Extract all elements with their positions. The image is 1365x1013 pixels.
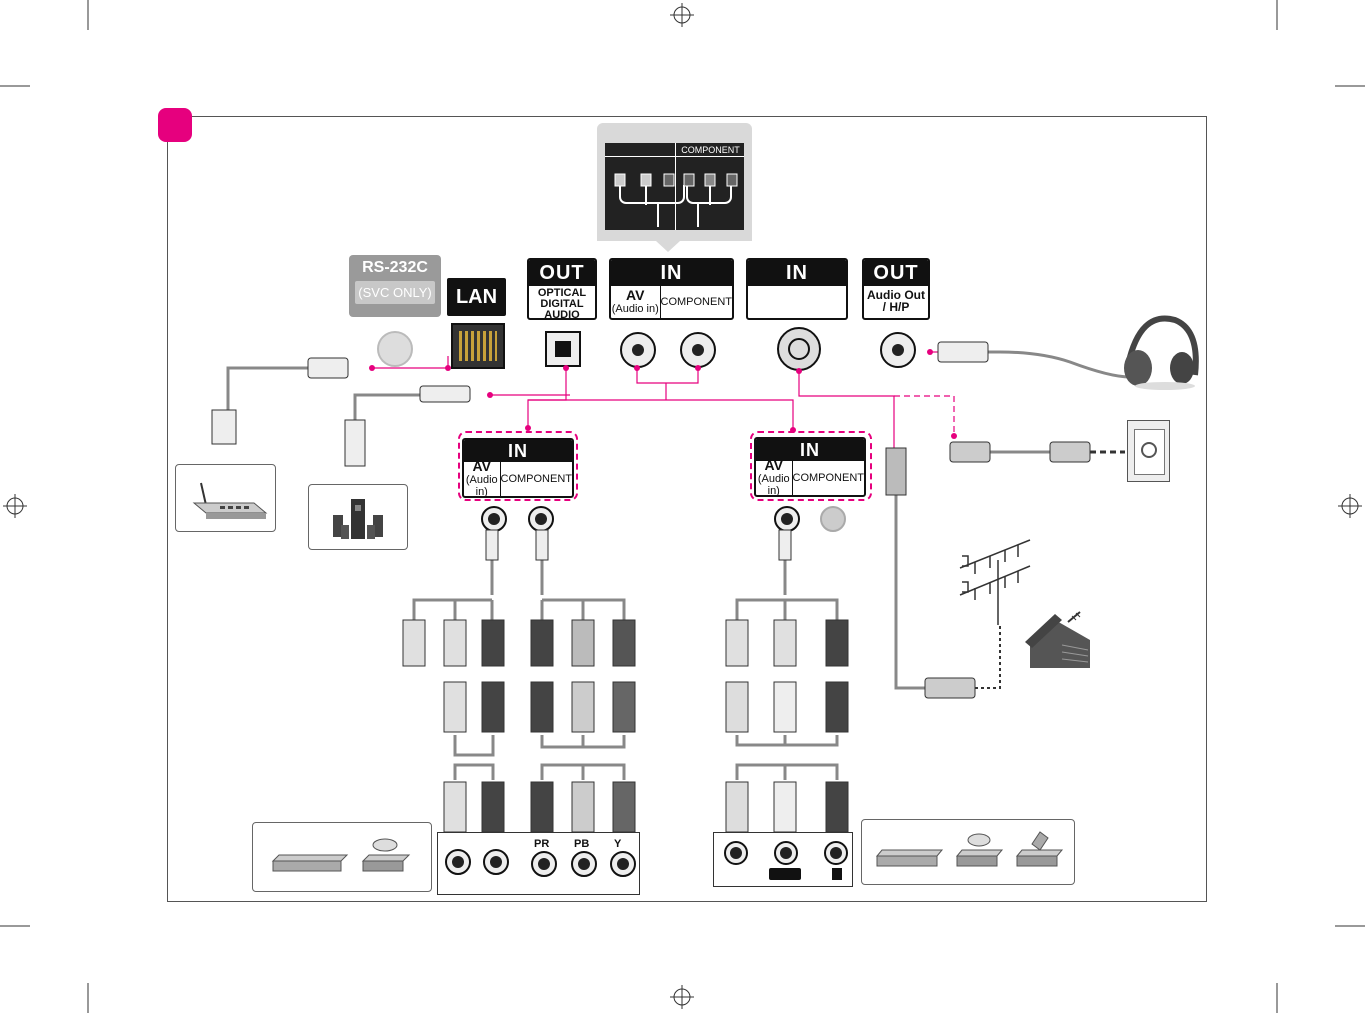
bottom-left-devices	[252, 822, 432, 892]
vcr-icon	[862, 820, 1076, 886]
av-output-panel	[713, 832, 853, 887]
component-output-panel: PR PB Y	[437, 832, 640, 895]
av-panel-label-bar	[769, 868, 801, 880]
panel-pr-jack	[531, 851, 557, 877]
panel-pb-label: PB	[574, 838, 589, 850]
panel-pr-label: PR	[534, 838, 549, 850]
panel-y-label: Y	[614, 838, 621, 850]
bottom-right-devices	[861, 819, 1075, 885]
panel-y-jack	[610, 851, 636, 877]
panel-audio-r-jack	[483, 849, 509, 875]
av-panel-video-jack	[824, 841, 848, 865]
panel-pb-jack	[571, 851, 597, 877]
av-panel-r-jack	[774, 841, 798, 865]
panel-audio-l-jack	[445, 849, 471, 875]
dvd-player-icon	[253, 823, 433, 893]
av-panel-l-jack	[724, 841, 748, 865]
